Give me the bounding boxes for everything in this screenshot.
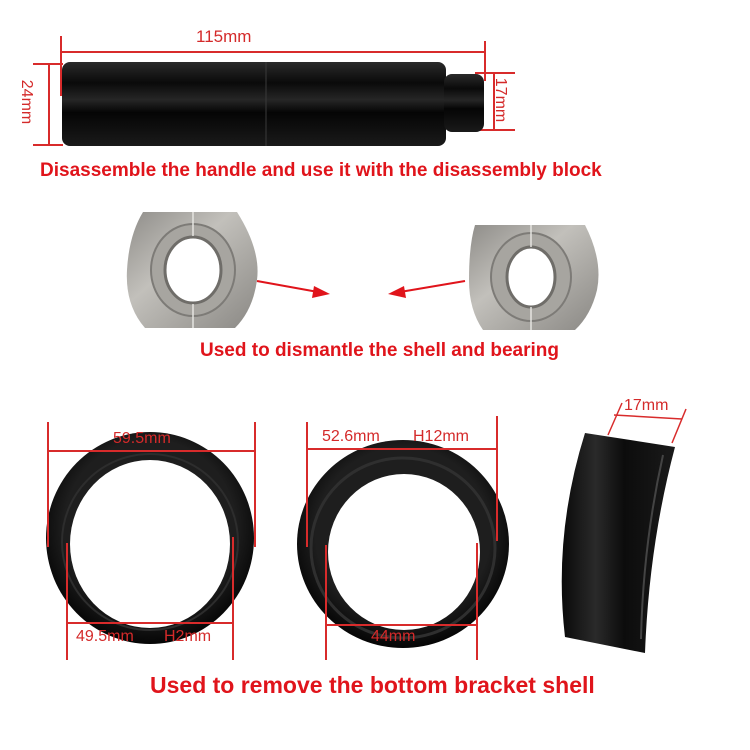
ring-2-inner-left-tick [325,545,327,660]
disassembly-block-left-image [126,212,258,328]
ring-2-outer-label: 52.6mm [322,428,380,445]
ring-2-height-label: H12mm [413,428,470,445]
ring-1-inner-label: 49.5mm [76,628,134,645]
ring-2-outer-right-tick [496,416,498,541]
handle-rod-image [62,62,484,146]
ring-1-height-label: H2mm [164,628,212,645]
ring-2-inner-line [325,624,477,626]
ring-1-outer-left-tick [47,422,49,547]
ring-1-inner-line [66,622,233,624]
ring-2-outer-left-tick [306,422,308,547]
ring-3-width-dimension [607,402,687,444]
ring-1-outer-line [47,450,255,452]
handle-tip-line [493,72,495,130]
disassembly-block-right-image [469,225,599,330]
ring-1-inner-right-tick [232,537,234,660]
handle-length-right-tick [484,41,486,81]
handle-length-label: 115mm [196,27,252,46]
handle-length-left-tick [60,36,62,96]
ring-3-width-label: 17mm [624,397,669,414]
handle-length-line [60,51,485,53]
ring-3-image [561,433,675,653]
ring-2-inner-right-tick [476,543,478,660]
rings-caption: Used to remove the bottom bracket shell [150,672,595,698]
handle-diameter-line [48,63,50,145]
handle-tip-top-tick [475,72,515,74]
ring-2-inner-label: 44mm [371,628,416,645]
ring-2-image [297,440,509,648]
ring-1-outer-label: 59.5mm [113,430,171,447]
handle-caption: Disassemble the handle and use it with t… [40,160,602,181]
ring-1-image [46,432,254,644]
ring-1-inner-left-tick [66,543,68,660]
arrows-pointing-center [256,280,466,298]
handle-tip-bottom-tick [475,129,515,131]
ring-2-outer-line [306,448,497,450]
ring-1-outer-right-tick [254,422,256,547]
blocks-caption: Used to dismantle the shell and bearing [200,340,559,361]
